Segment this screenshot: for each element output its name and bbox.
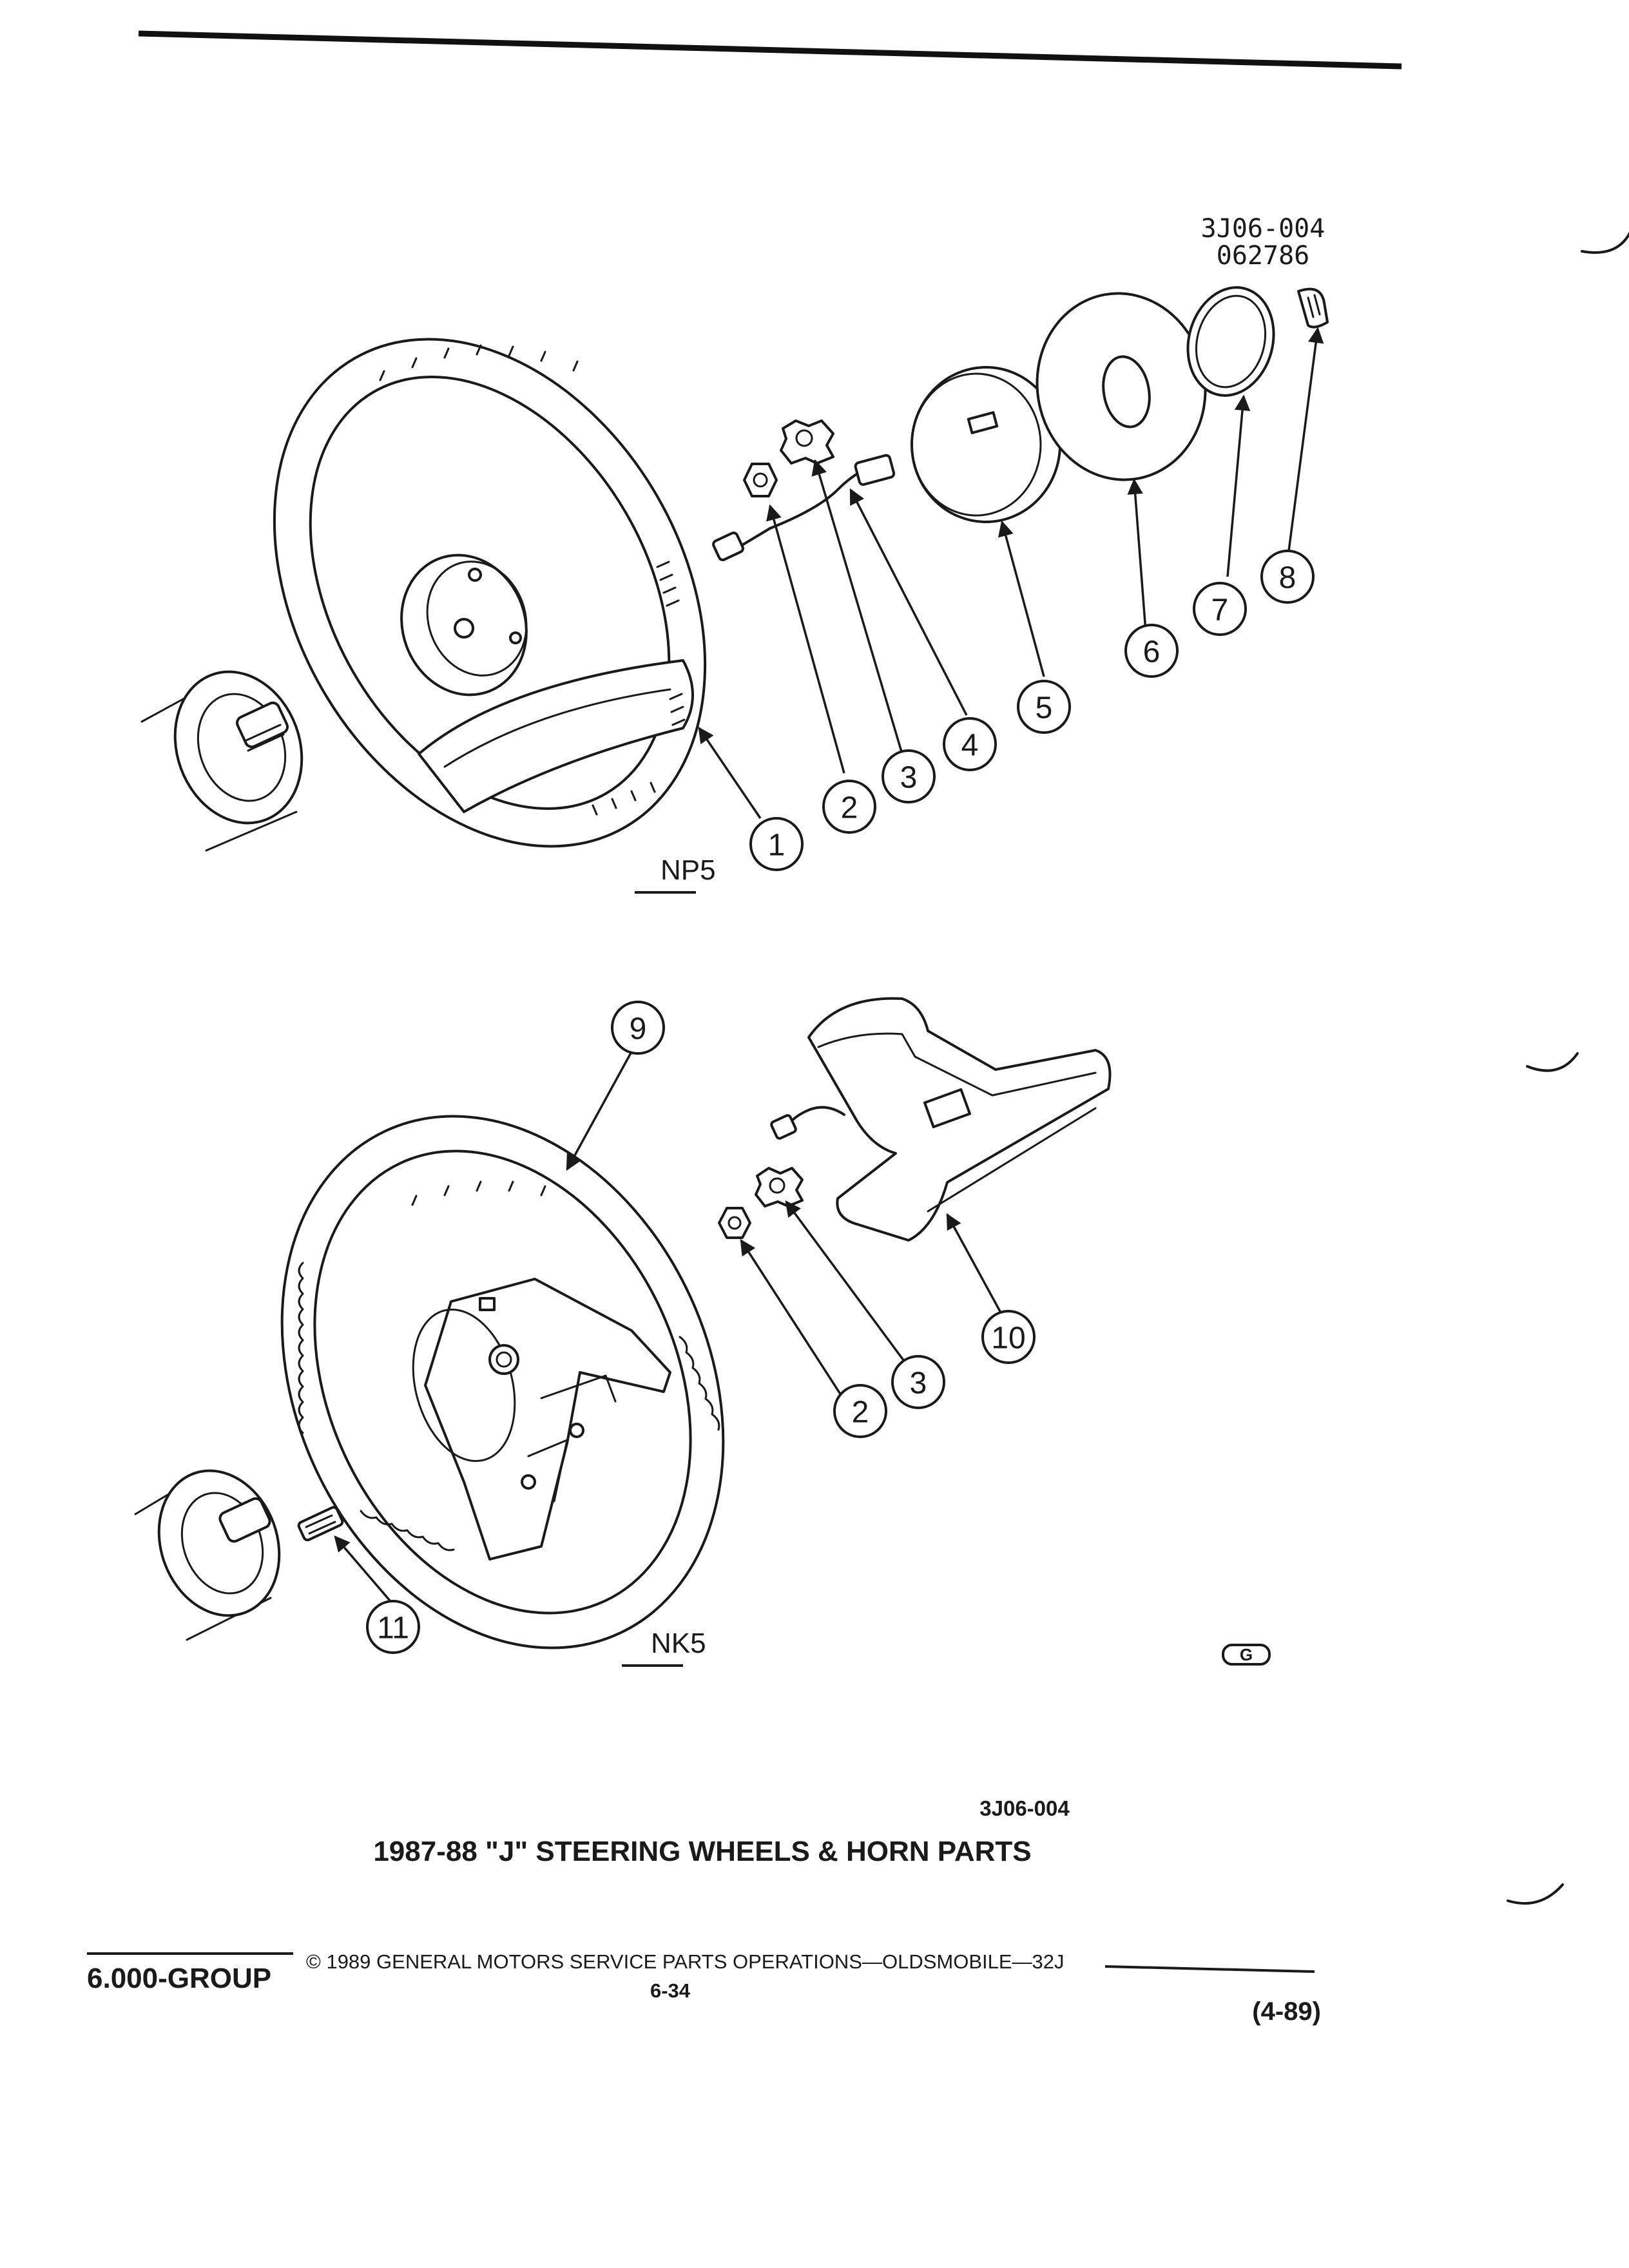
footer-revision: (4-89): [1252, 1997, 1321, 2026]
steering-column-bottom: [134, 1469, 281, 1641]
top-rule: [138, 30, 1402, 70]
leader-1: [698, 726, 762, 819]
leader-6: [1127, 478, 1147, 632]
retainer-bottom: [755, 1167, 804, 1207]
svg-text:6: 6: [1143, 635, 1161, 669]
emblem-insert: [1297, 287, 1329, 329]
binding-mark: [1581, 231, 1629, 254]
leader-4: [849, 488, 968, 716]
steering-wheel-nk5: [280, 1115, 725, 1649]
callout-8: 8: [1260, 550, 1315, 604]
callout-2b: 2: [833, 1384, 887, 1438]
callout-7: 7: [1193, 582, 1247, 636]
svg-text:10: 10: [991, 1321, 1025, 1356]
leader-11: [334, 1535, 394, 1606]
callout-1: 1: [749, 817, 804, 871]
leader-2b: [740, 1238, 842, 1396]
view-label-nk5: NK5: [651, 1628, 706, 1659]
retainer-top: [780, 419, 834, 465]
svg-text:2: 2: [841, 791, 858, 825]
figure-code: 3J06-004: [979, 1796, 1070, 1820]
footer-group: 6.000-GROUP: [87, 1963, 271, 1994]
horn-pad-bottom: [770, 997, 1112, 1242]
retaining-nut-top: [743, 463, 778, 497]
horn-pad-top: [911, 366, 1061, 523]
svg-text:7: 7: [1211, 593, 1229, 628]
callout-3b: 3: [891, 1355, 945, 1409]
figure-title: 1987-88 "J" STEERING WHEELS & HORN PARTS: [373, 1836, 1031, 1867]
header-ref-code: 3J06-004: [1201, 214, 1325, 244]
svg-text:8: 8: [1279, 561, 1296, 595]
emblem-ring: [1186, 286, 1275, 397]
callout-11: 11: [366, 1600, 420, 1654]
np5-assembly: NP5: [140, 286, 1329, 894]
binding-mark: [1507, 1883, 1564, 1905]
footer-copyright: © 1989 GENERAL MOTORS SERVICE PARTS OPER…: [306, 1950, 1065, 1973]
svg-text:G: G: [1240, 1645, 1253, 1664]
footer-rule-right: [1104, 1965, 1315, 1973]
horn-contact-top: [712, 454, 896, 561]
leader-2: [766, 504, 845, 774]
leader-8: [1287, 327, 1324, 552]
svg-text:2: 2: [852, 1396, 869, 1430]
retaining-nut-bottom: [718, 1207, 751, 1239]
steering-wheel-np5: [273, 338, 707, 848]
callout-4: 4: [943, 717, 997, 771]
callout-10: 10: [981, 1310, 1036, 1364]
callout-5: 5: [1017, 680, 1071, 734]
svg-text:1: 1: [768, 829, 786, 863]
footer-page-number: 6-34: [650, 1979, 691, 2002]
svg-text:5: 5: [1036, 691, 1053, 726]
leader-5: [998, 520, 1045, 677]
svg-text:4: 4: [961, 729, 979, 763]
view-label-np5: NP5: [660, 854, 716, 886]
gm-logo: G: [1222, 1644, 1271, 1666]
callout-3: 3: [882, 749, 936, 803]
leader-3: [811, 459, 903, 754]
leader-9: [566, 1033, 642, 1171]
header-date-code: 062786: [1217, 241, 1310, 271]
nk5-assembly: NK5: [134, 997, 1112, 1667]
steering-column-top: [140, 670, 304, 852]
leader-10: [946, 1213, 1007, 1321]
leader-3b: [785, 1200, 907, 1364]
svg-text:9: 9: [630, 1012, 647, 1046]
svg-text:11: 11: [377, 1611, 409, 1646]
binding-mark: [1526, 1052, 1579, 1072]
callout-2: 2: [822, 780, 876, 834]
callout-9: 9: [611, 1001, 665, 1055]
svg-text:3: 3: [910, 1367, 927, 1401]
callout-6: 6: [1124, 624, 1179, 678]
leader-7: [1226, 394, 1251, 577]
svg-text:3: 3: [900, 761, 918, 795]
